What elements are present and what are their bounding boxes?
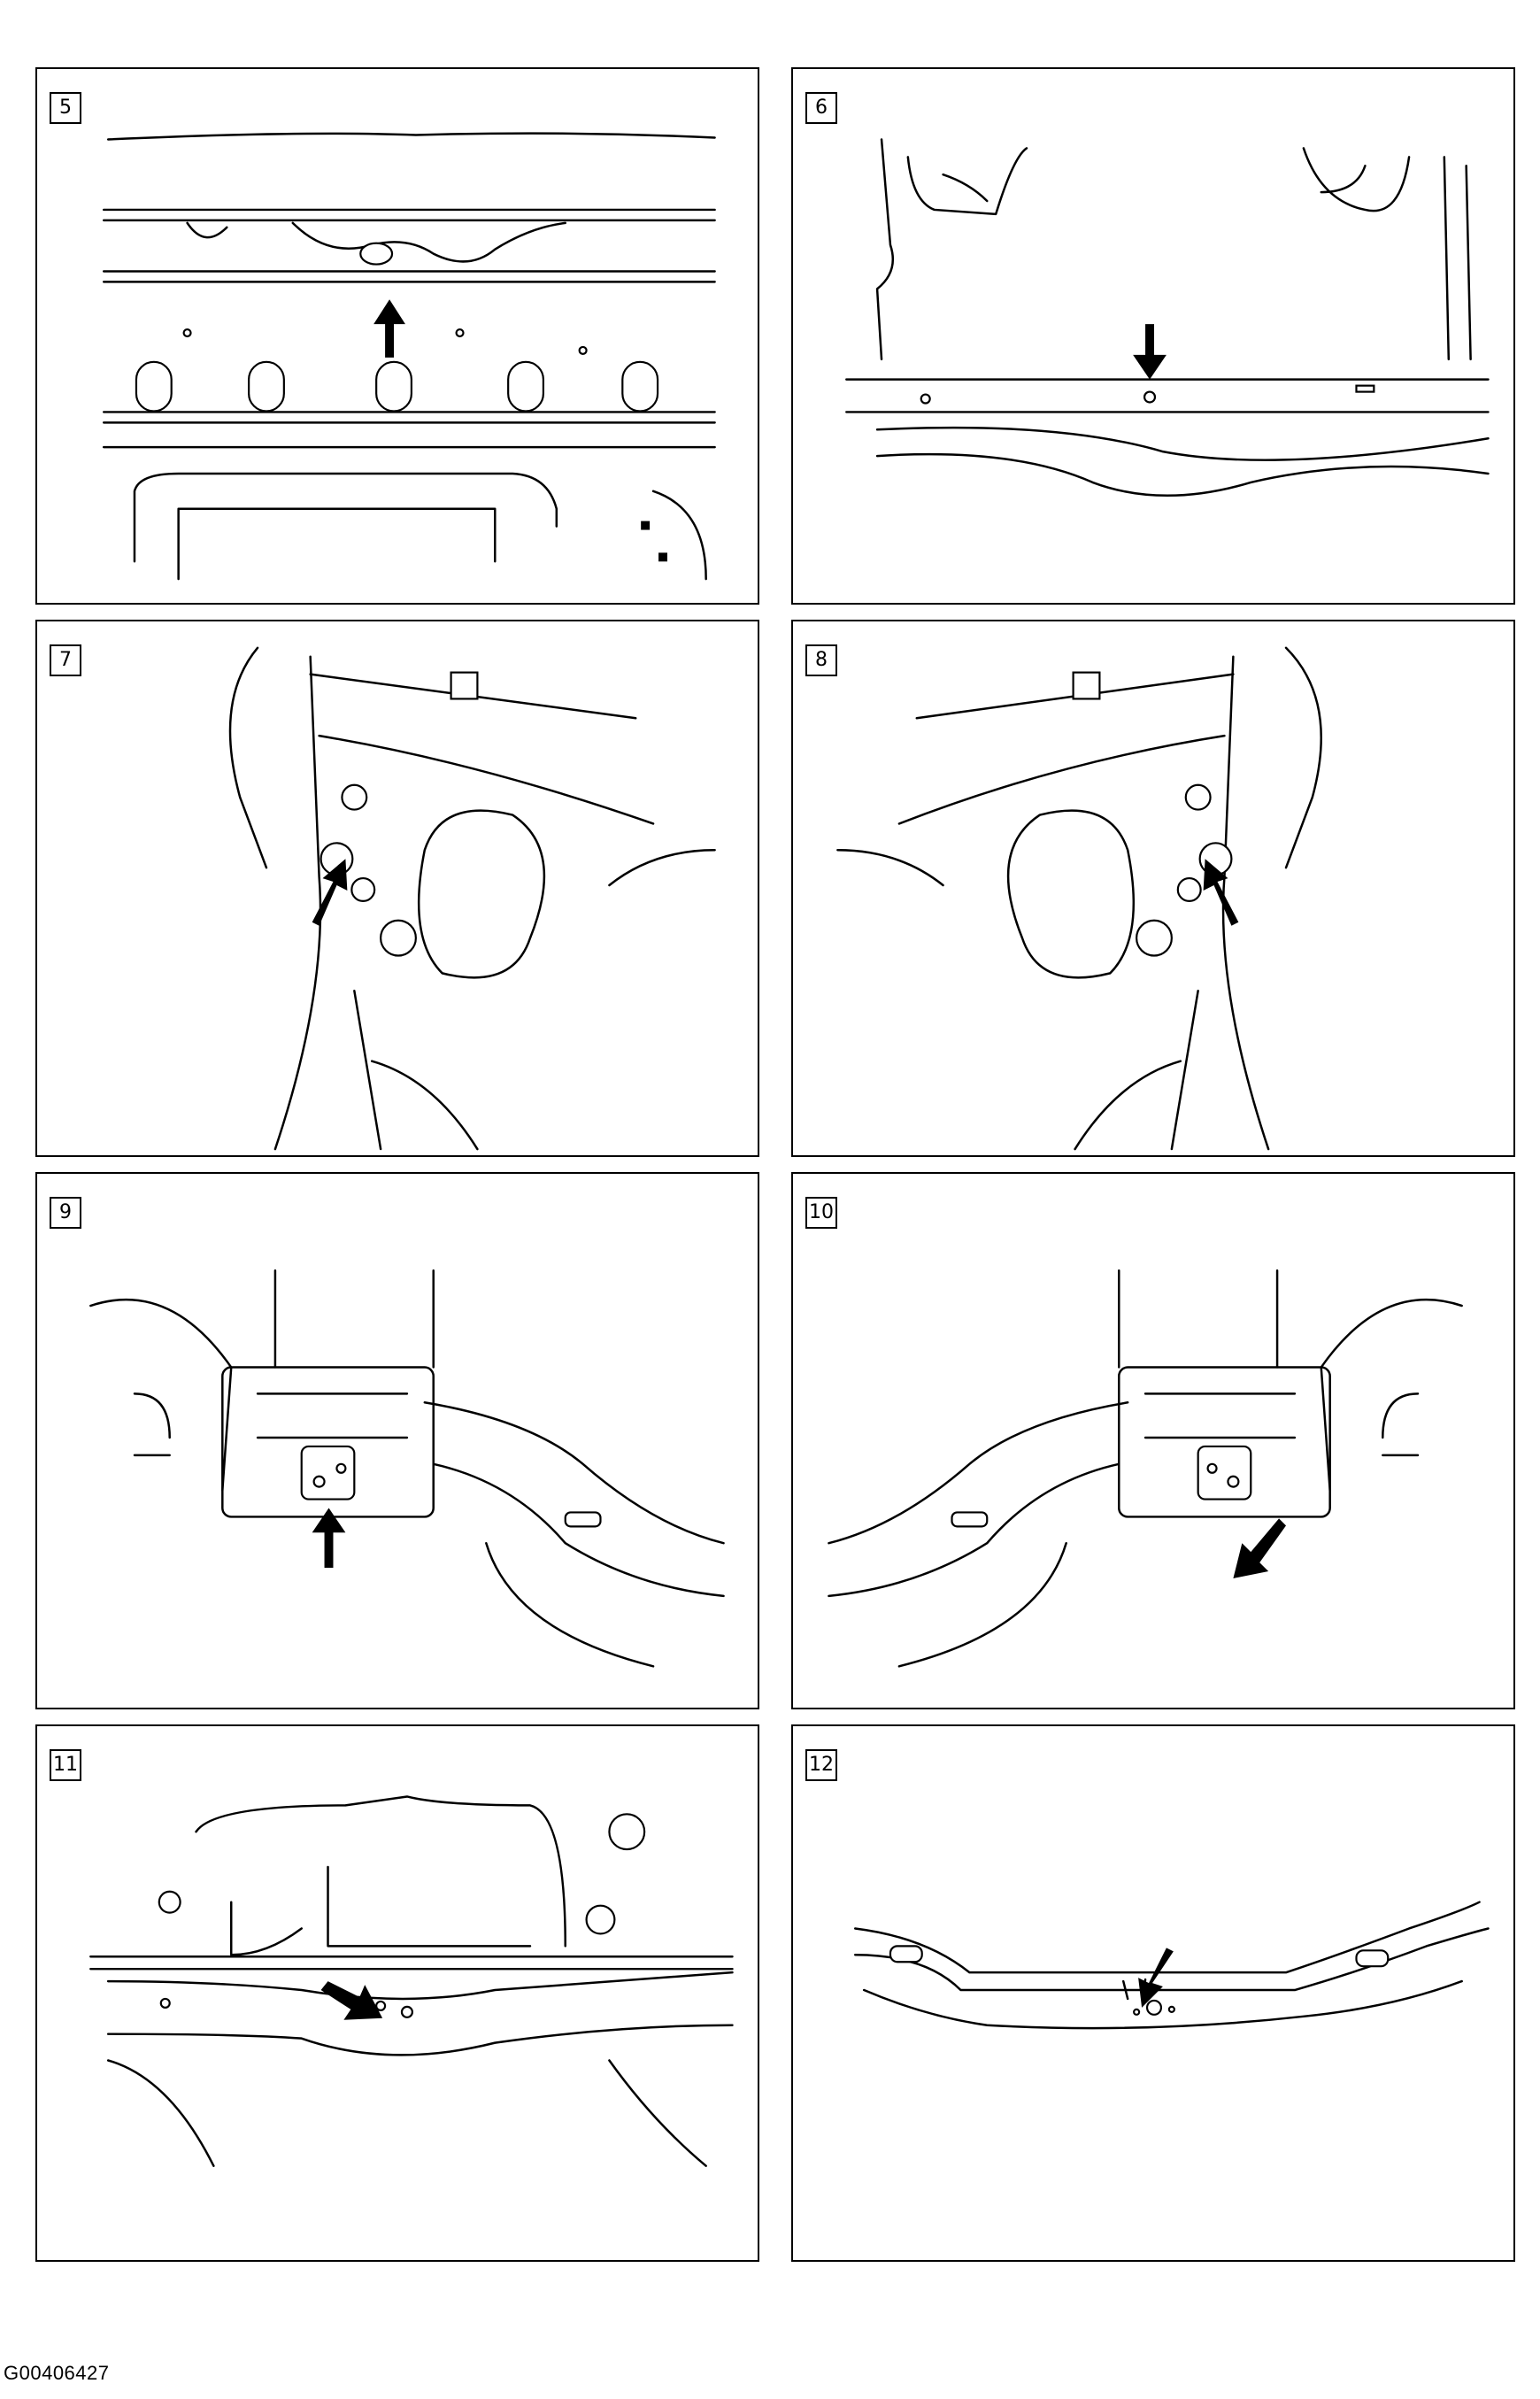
illustration-panel-12: 12 (791, 1724, 1515, 2262)
arrow-icon (312, 859, 348, 926)
illustration-panel-6: 6 (791, 67, 1515, 605)
suspension-member-illustration-8 (836, 646, 1322, 1151)
arrow-icon (373, 299, 405, 358)
crossmember-illustration-9 (89, 1269, 725, 1668)
arrow-icon (312, 1508, 346, 1569)
step-number: 9 (50, 1197, 81, 1229)
crossmember-illustration-10 (828, 1269, 1463, 1668)
suspension-member-illustration-7 (228, 646, 716, 1151)
underbody-illustration-6 (845, 138, 1490, 498)
step-number: 5 (50, 92, 81, 124)
step-number: 7 (50, 644, 81, 676)
step-number: 8 (805, 644, 837, 676)
underbody-illustration-5 (102, 132, 716, 581)
figure-code: G00406427 (4, 2362, 110, 2384)
illustration-panel-7: 7 (35, 620, 759, 1157)
step-number: 12 (805, 1749, 837, 1781)
illustration-panel-5: 5 (35, 67, 759, 605)
illustration-panel-8: 8 (791, 620, 1515, 1157)
illustration-panel-9: 9 (35, 1172, 759, 1709)
illustration-panel-10: 10 (791, 1172, 1515, 1709)
arrow-icon (1138, 1948, 1174, 2008)
step-number: 11 (50, 1749, 81, 1781)
underbody-illustration-11 (89, 1795, 734, 2167)
underbody-illustration-12 (853, 1901, 1490, 2030)
step-number: 10 (805, 1197, 837, 1229)
arrow-icon (320, 1981, 383, 2020)
arrow-icon (1233, 1518, 1287, 1578)
arrow-icon (1203, 859, 1239, 926)
step-number: 6 (805, 92, 837, 124)
illustration-panel-11: 11 (35, 1724, 759, 2262)
arrow-icon (1133, 324, 1167, 380)
